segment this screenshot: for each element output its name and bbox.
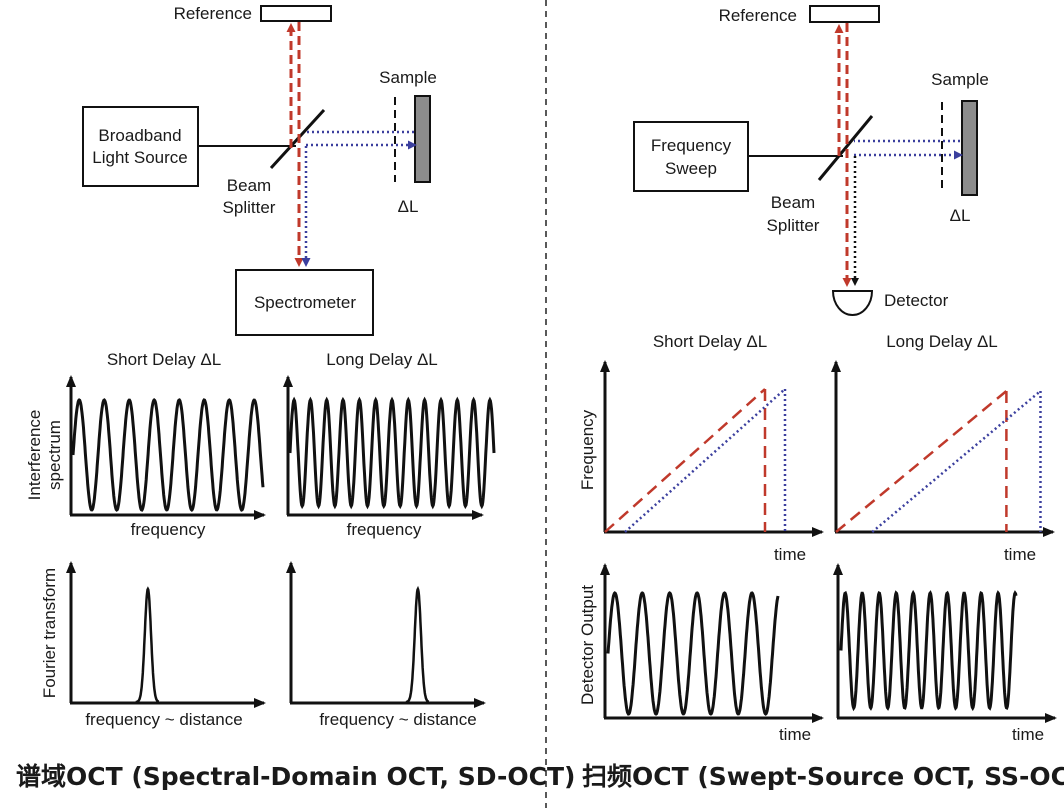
sd-short-heading: Short Delay ΔL	[107, 350, 221, 369]
sd-short-fourier-xlabel: frequency ~ distance	[85, 710, 242, 729]
ss-source-label-1: Frequency	[651, 136, 732, 155]
sd-bottom-ylabel: Fourier transform	[40, 568, 59, 698]
sd-short-interference-curve	[71, 397, 265, 513]
sd-long-interference-curve	[288, 396, 496, 510]
ss-oct-title: 扫频OCT (Swept-Source OCT, SS-OCT)	[582, 762, 1064, 791]
ss-long-heading: Long Delay ΔL	[886, 332, 998, 351]
sd-reference-label: Reference	[174, 4, 252, 23]
sd-oct-panel: Reference Sample ΔL Broadband Light Sour…	[16, 4, 575, 791]
sd-long-heading: Long Delay ΔL	[326, 350, 438, 369]
ss-long-sweep-xlabel: time	[1004, 545, 1036, 564]
sd-source-label-2: Light Source	[92, 148, 187, 167]
sd-top-ylabel-2: spectrum	[45, 420, 64, 490]
ss-splitter-label-2: Splitter	[767, 216, 820, 235]
ss-long-detector-xlabel: time	[1012, 725, 1044, 744]
sd-spectrometer-box	[235, 269, 374, 336]
ss-sample-block	[961, 100, 978, 196]
ss-detector-icon	[831, 290, 874, 316]
sd-long-fourier-peak	[405, 585, 430, 704]
ss-short-reference-ramp	[604, 388, 766, 533]
ss-beam-splitter	[817, 115, 874, 181]
sd-short-interference-plot: frequency Interference spectrum	[25, 375, 266, 539]
sd-short-fourier-peak	[135, 586, 160, 704]
sd-splitter-label-1: Beam	[227, 176, 271, 195]
sd-delta-label: ΔL	[398, 197, 419, 216]
ss-short-detector-curve	[606, 591, 780, 716]
ss-delta-label: ΔL	[950, 206, 971, 225]
sd-long-fourier-xlabel: frequency ~ distance	[319, 710, 476, 729]
sd-spectrometer-label: Spectrometer	[254, 293, 356, 312]
sd-splitter-label-2: Splitter	[223, 198, 276, 217]
sd-reference-mirror	[260, 5, 332, 22]
ss-long-detector-curve	[839, 589, 1018, 712]
sd-source-box	[82, 106, 199, 187]
ss-source-box	[633, 121, 749, 192]
ss-oct-panel: Reference Sample ΔL Frequency Sweep Beam…	[578, 5, 1064, 791]
ss-bottom-ylabel: Detector Output	[578, 585, 597, 705]
ss-short-sample-ramp	[624, 388, 786, 533]
sd-top-ylabel-1: Interference	[25, 410, 44, 501]
ss-detector-label: Detector	[884, 291, 949, 310]
sd-long-interference-xlabel: frequency	[347, 520, 422, 539]
ss-long-sweep-plot: time	[831, 360, 1055, 564]
ss-short-sweep-xlabel: time	[774, 545, 806, 564]
sd-short-interference-xlabel: frequency	[131, 520, 206, 539]
sd-short-fourier-plot: frequency ~ distance Fourier transform	[40, 561, 266, 729]
ss-reference-label: Reference	[719, 6, 797, 25]
ss-long-sample-ramp	[871, 390, 1042, 533]
sd-long-interference-plot: frequency	[283, 375, 496, 539]
ss-reference-mirror	[809, 5, 880, 23]
ss-short-heading: Short Delay ΔL	[653, 332, 767, 351]
ss-short-detector-xlabel: time	[779, 725, 811, 744]
ss-source-label-2: Sweep	[665, 159, 717, 178]
sd-sample-block	[414, 95, 431, 183]
sd-long-fourier-plot: frequency ~ distance	[286, 561, 486, 729]
ss-top-ylabel: Frequency	[578, 409, 597, 490]
sd-source-label-1: Broadband	[98, 126, 181, 145]
sd-oct-title: 谱域OCT (Spectral-Domain OCT, SD-OCT)	[16, 762, 575, 791]
ss-splitter-label-1: Beam	[771, 193, 815, 212]
ss-long-detector-plot: time	[833, 563, 1057, 744]
sd-sample-label: Sample	[379, 68, 437, 87]
ss-long-reference-ramp	[835, 390, 1008, 533]
ss-short-sweep-plot: time Frequency	[578, 360, 824, 564]
ss-sample-label: Sample	[931, 70, 989, 89]
ss-short-detector-plot: time Detector Output	[578, 563, 824, 744]
